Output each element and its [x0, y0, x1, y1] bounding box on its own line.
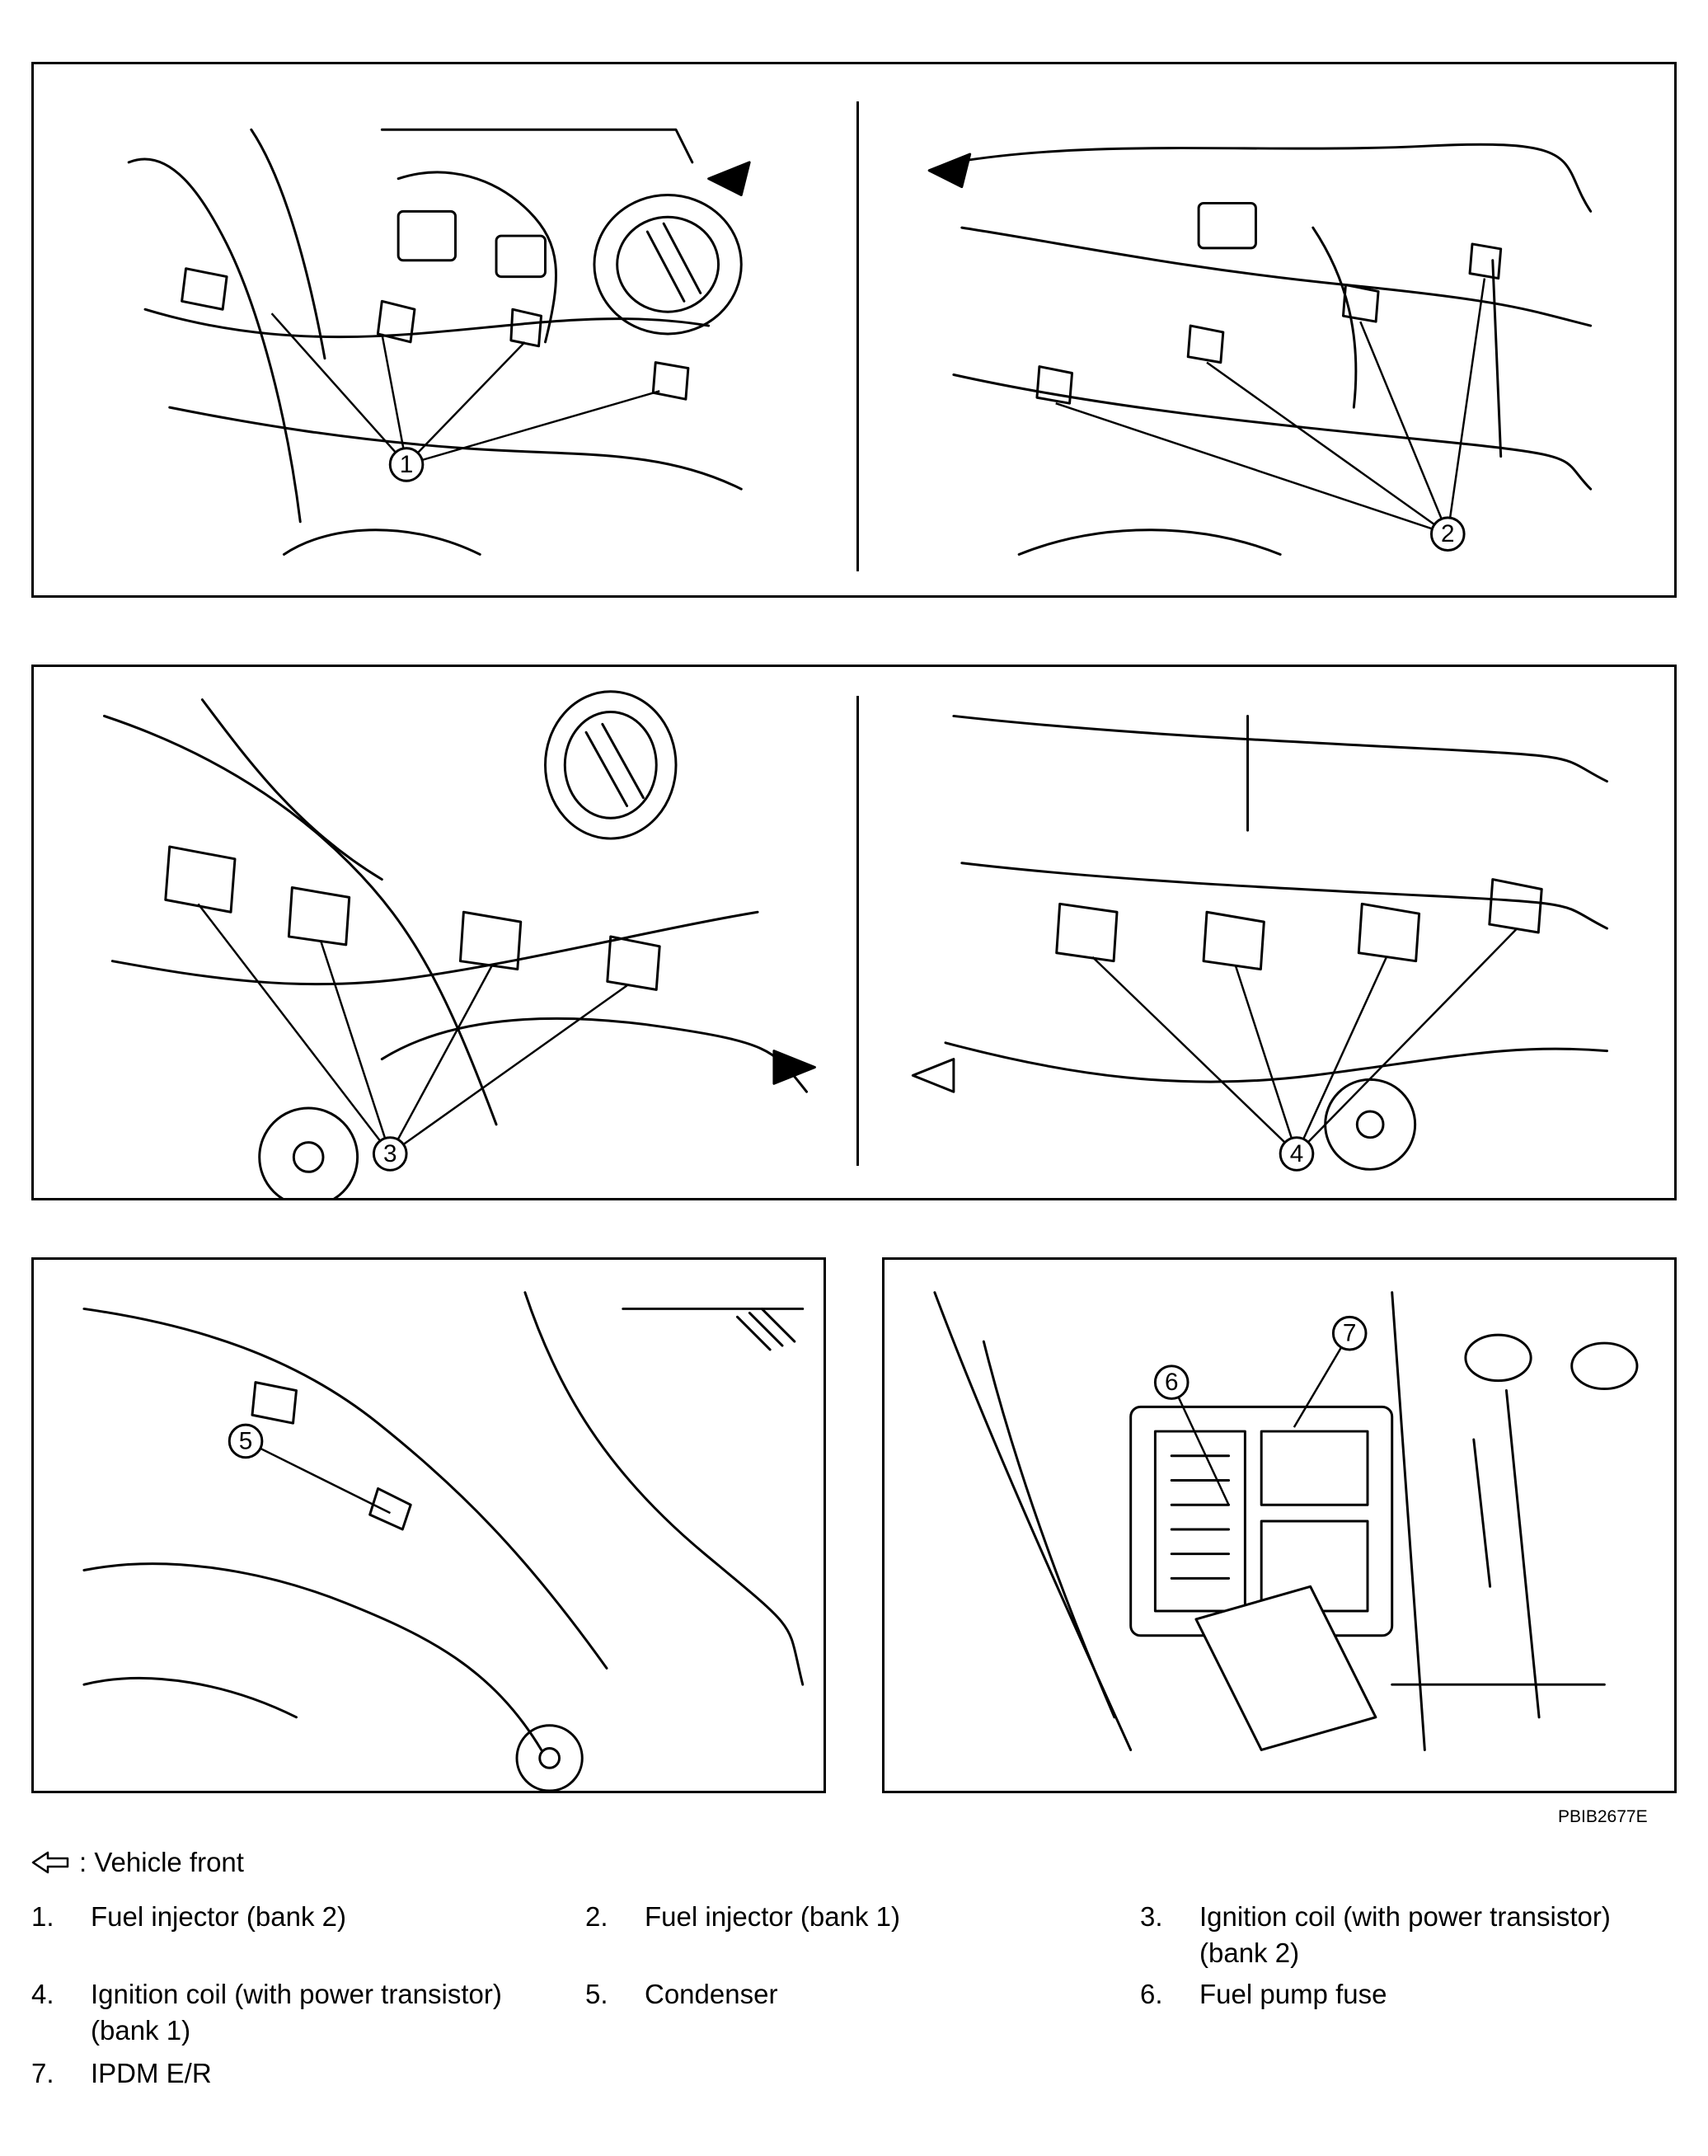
panel-divider	[856, 101, 859, 571]
legend-item-2: 2. Fuel injector (bank 1)	[585, 1899, 1113, 1940]
legend-item-1: 1. Fuel injector (bank 2)	[31, 1899, 559, 1940]
svg-text:3: 3	[383, 1140, 397, 1167]
ipdm-illustration: 6 7	[933, 1291, 1639, 1751]
figure-code: PBIB2677E	[1558, 1807, 1648, 1826]
callout-2: 2	[1429, 516, 1466, 552]
engine-sketch-left	[127, 128, 751, 556]
engine-sketch	[82, 1291, 805, 1791]
callout-7: 7	[1331, 1315, 1368, 1351]
engine-sketch-right	[927, 143, 1593, 556]
legend-text: Ignition coil (with power transistor) (b…	[1199, 1901, 1611, 1968]
svg-text:6: 6	[1165, 1369, 1179, 1396]
legend-num: 2.	[585, 1901, 608, 1932]
callout-4-leaders	[1091, 928, 1518, 1155]
injector-illustration: 1 2	[127, 128, 1593, 556]
callout-1: 1	[388, 447, 425, 482]
callout-6: 6	[1153, 1365, 1190, 1400]
open-arrow-left-icon	[31, 1851, 69, 1874]
engine-bay-sketch	[933, 1291, 1639, 1751]
legend-text: Ignition coil (with power transistor) (b…	[91, 1979, 502, 2046]
callout-3: 3	[372, 1136, 408, 1172]
legend-text: Condenser	[645, 1979, 778, 2009]
legend-text: Fuel injector (bank 2)	[91, 1901, 346, 1932]
legend-item-4: 4. Ignition coil (with power transistor)…	[31, 1976, 559, 2059]
condenser-illustration: 5	[82, 1291, 805, 1791]
legend-item-6: 6. Fuel pump fuse	[1140, 1976, 1676, 2017]
vehicle-front-label: : Vehicle front	[79, 1847, 244, 1877]
legend-num: 6.	[1140, 1979, 1163, 2009]
legend-text: Fuel pump fuse	[1199, 1979, 1387, 2009]
svg-text:1: 1	[400, 451, 414, 478]
legend-item-3: 3. Ignition coil (with power transistor)…	[1140, 1899, 1676, 1981]
panel-ignition-coils: 3 4	[31, 665, 1677, 1200]
legend-text: IPDM E/R	[91, 2058, 212, 2088]
legend-num: 7.	[31, 2058, 54, 2088]
callout-4: 4	[1279, 1136, 1315, 1172]
engine-sketch-left	[102, 690, 816, 1198]
callout-2-leaders	[1055, 278, 1486, 535]
callout-1-leaders	[270, 312, 660, 466]
legend-num: 5.	[585, 1979, 608, 2009]
callout-6-leader	[1171, 1382, 1230, 1505]
legend-item-7: 7. IPDM E/R	[31, 2055, 559, 2097]
svg-text:2: 2	[1441, 520, 1455, 547]
panel-ipdm: 6 7	[882, 1257, 1677, 1793]
callout-5-leader	[245, 1440, 391, 1515]
legend-num: 1.	[31, 1901, 54, 1932]
ignition-coil-illustration: 3 4	[102, 690, 1608, 1198]
callout-5: 5	[228, 1423, 264, 1459]
legend-num: 4.	[31, 1979, 54, 2009]
callout-7-leader	[1293, 1332, 1351, 1428]
vehicle-front-legend: : Vehicle front	[31, 1847, 244, 1878]
panel-condenser: 5	[31, 1257, 826, 1793]
panel-divider	[856, 696, 859, 1166]
legend-text: Fuel injector (bank 1)	[645, 1901, 900, 1932]
svg-text:4: 4	[1290, 1140, 1304, 1167]
svg-text:5: 5	[239, 1427, 253, 1454]
svg-text:7: 7	[1343, 1320, 1357, 1347]
callout-3-leaders	[197, 903, 628, 1155]
legend-item-5: 5. Condenser	[585, 1976, 1113, 2017]
panel-injectors: 1 2	[31, 62, 1677, 598]
legend-num: 3.	[1140, 1901, 1163, 1932]
